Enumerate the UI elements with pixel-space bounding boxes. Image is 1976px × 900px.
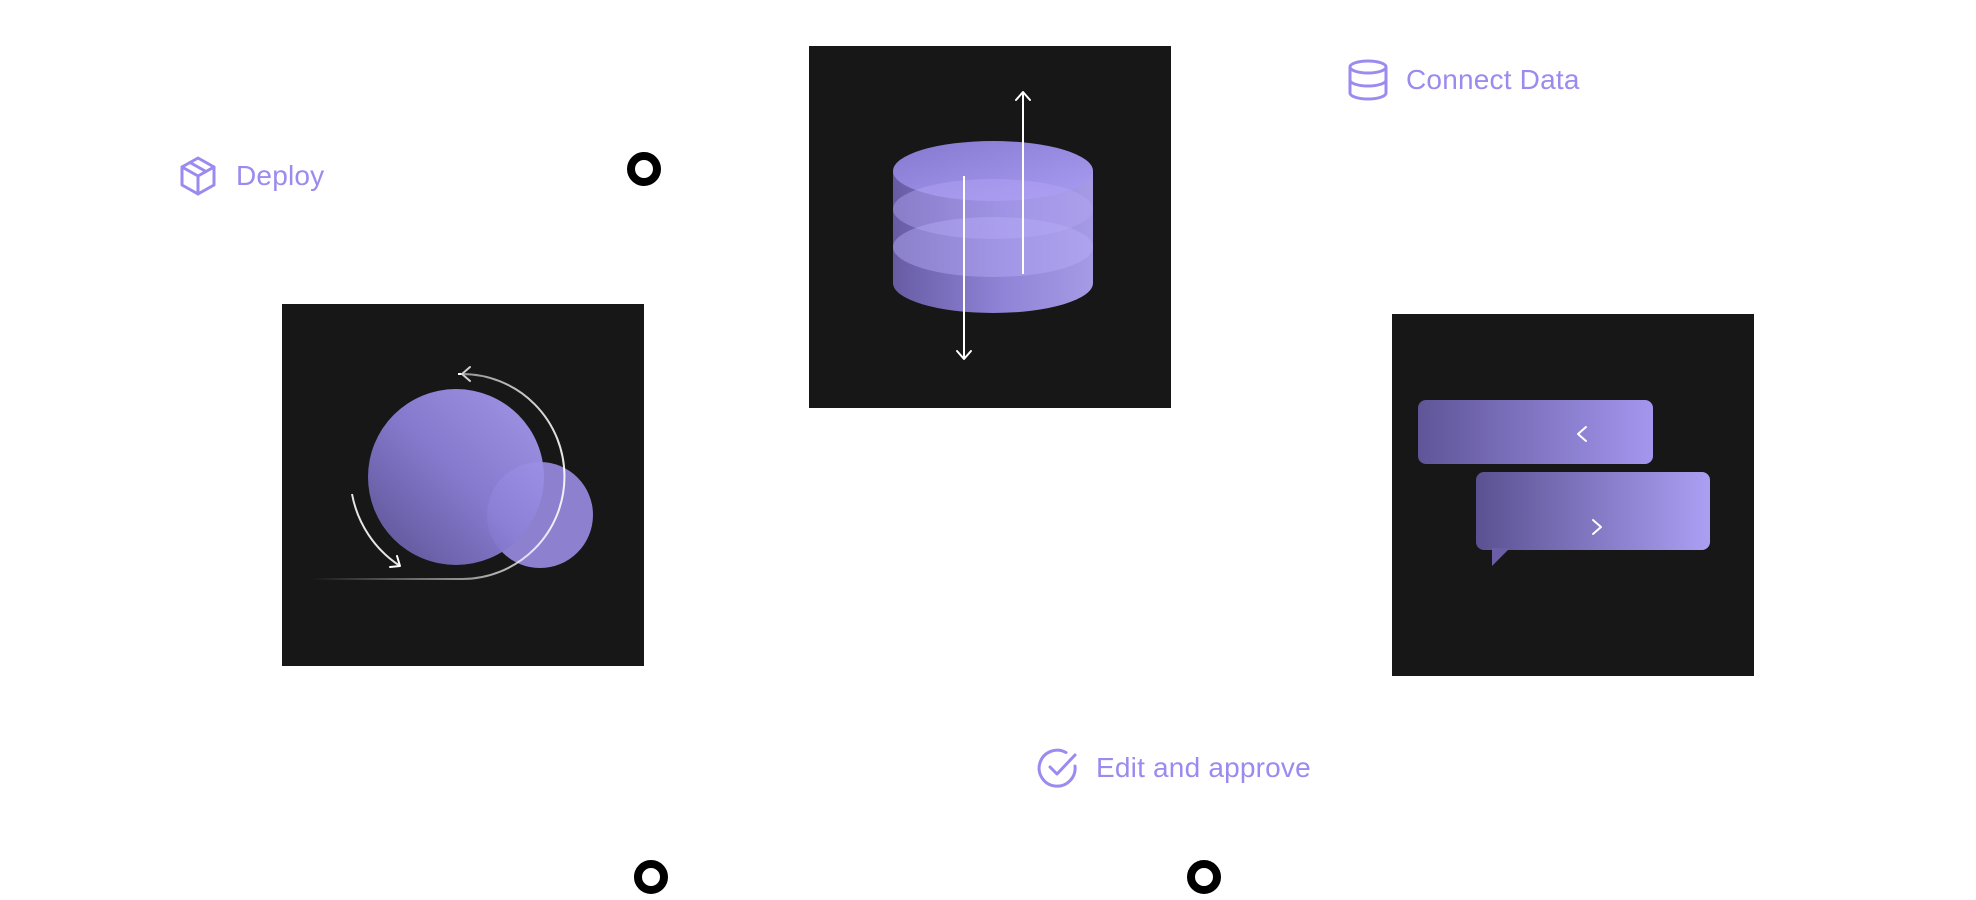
connector-dot bbox=[634, 860, 668, 894]
connect-data-label: Connect Data bbox=[1346, 58, 1580, 102]
connector-dot bbox=[1187, 860, 1221, 894]
package-box-icon bbox=[176, 154, 220, 198]
edit-approve-label-text: Edit and approve bbox=[1096, 752, 1311, 783]
database-icon bbox=[1346, 58, 1390, 102]
deploy-illustration bbox=[282, 304, 644, 666]
connector-dot bbox=[627, 152, 661, 186]
connect-data-label-text: Connect Data bbox=[1406, 64, 1580, 95]
edit-approve-illustration bbox=[1392, 314, 1754, 676]
deploy-label-text: Deploy bbox=[236, 160, 325, 191]
deploy-label: Deploy bbox=[176, 154, 324, 198]
connect-data-illustration bbox=[809, 46, 1171, 408]
check-circle-icon bbox=[1036, 746, 1080, 790]
edit-approve-label: Edit and approve bbox=[1036, 746, 1311, 790]
